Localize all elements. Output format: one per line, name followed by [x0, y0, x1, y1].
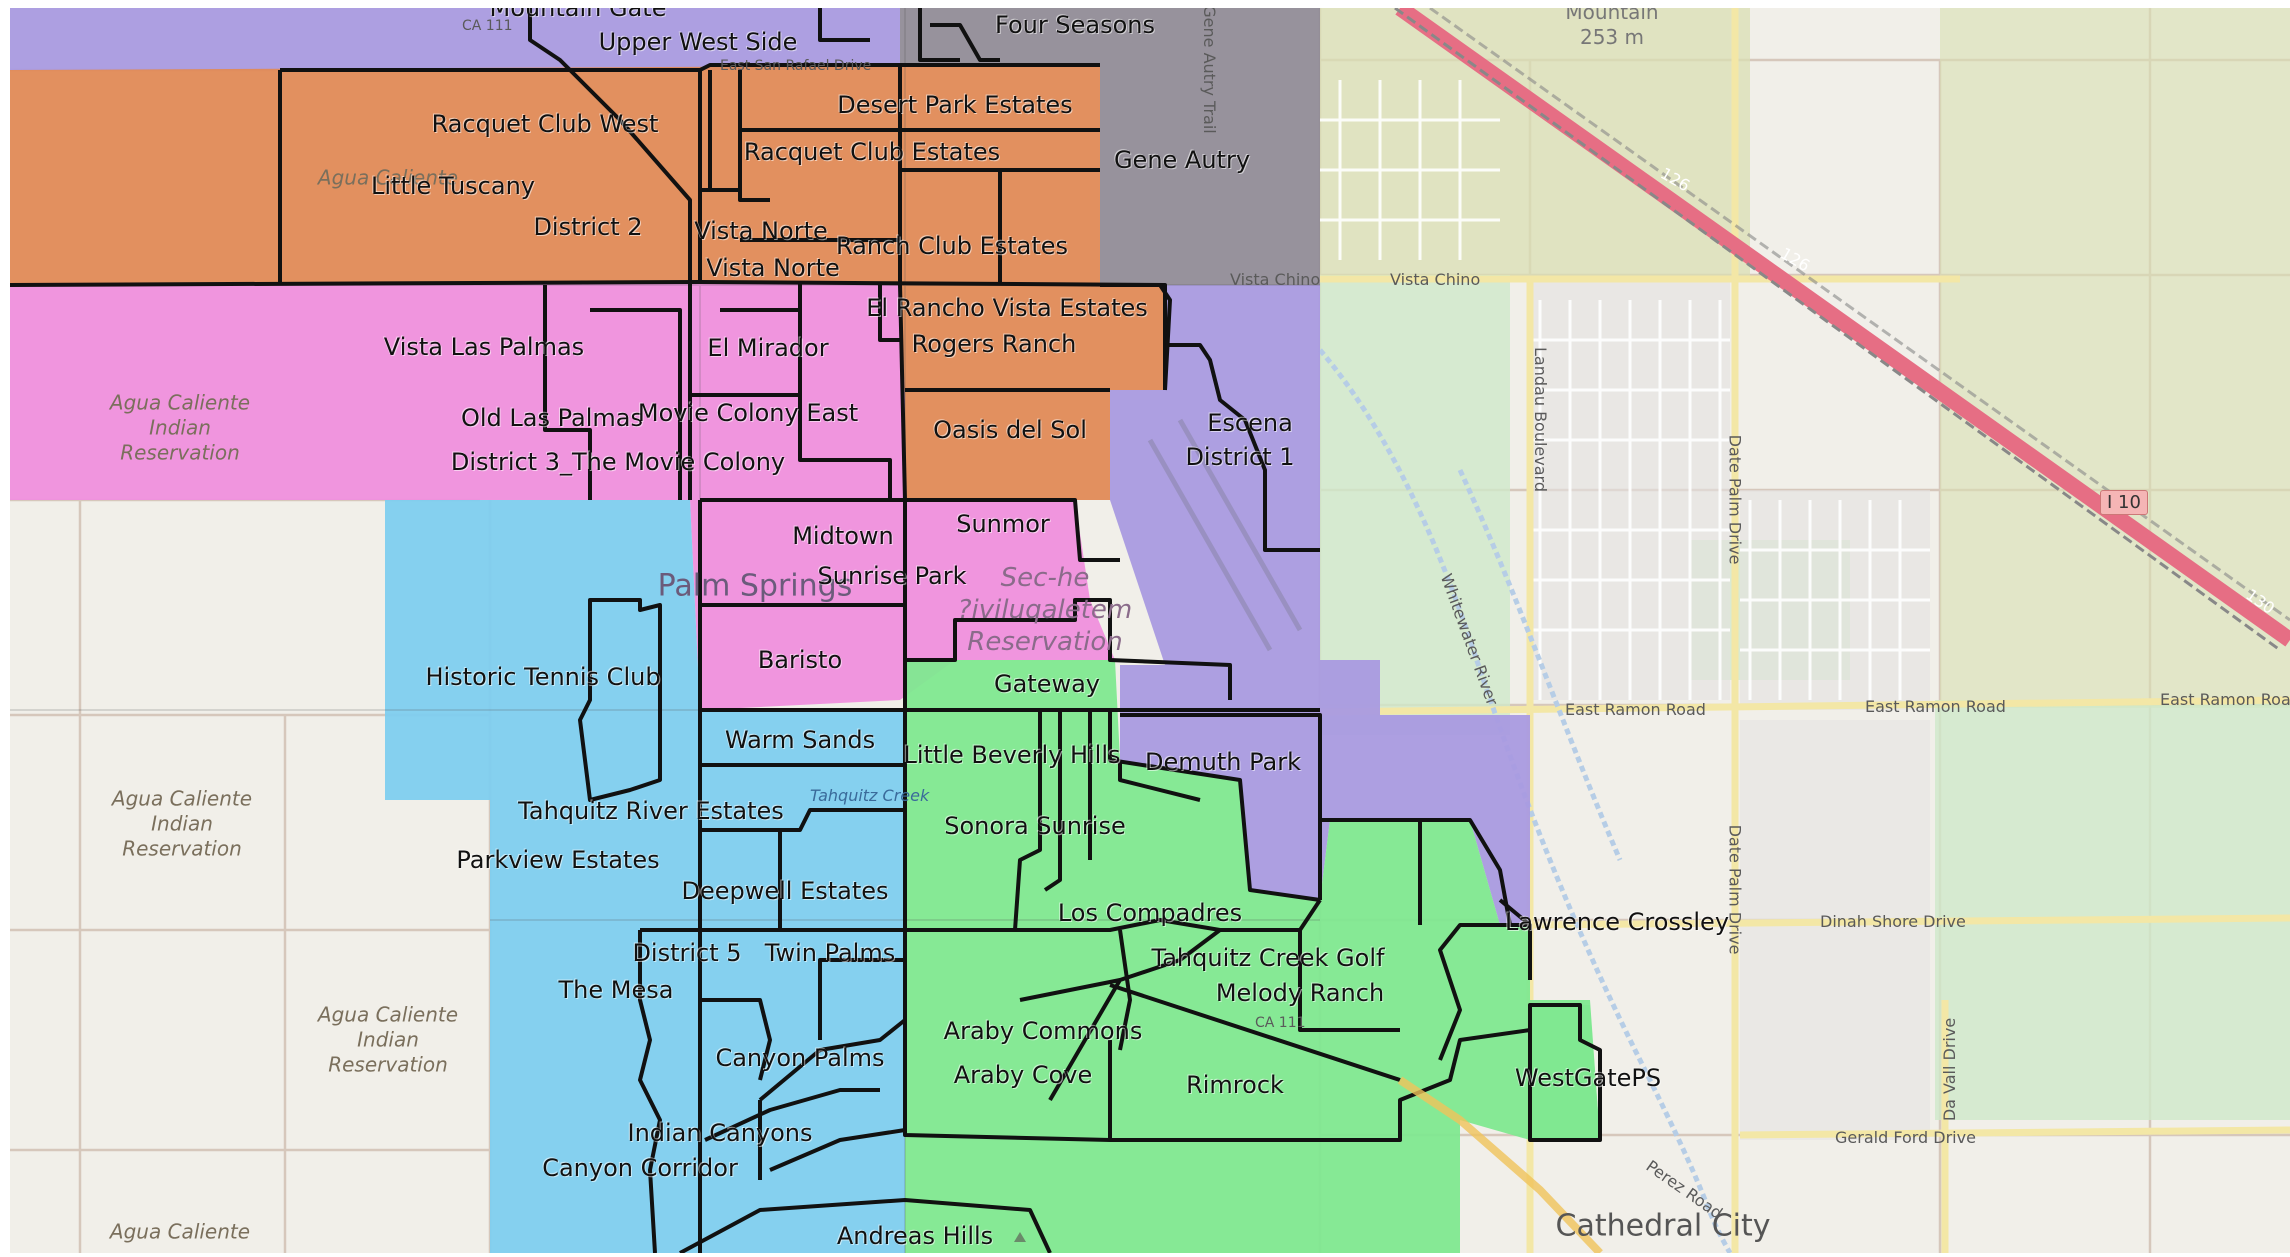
- label-gene-autry[interactable]: Gene Autry: [1113, 146, 1251, 174]
- road-label-landau: Landau Boulevard: [1530, 347, 1550, 492]
- label-district-1[interactable]: District 1: [1185, 443, 1295, 471]
- road-label-gene-autry-trail: Gene Autry Trail: [1199, 5, 1219, 134]
- label-melody-ranch[interactable]: Melody Ranch: [1215, 979, 1385, 1007]
- label-andreas-hills[interactable]: Andreas Hills: [836, 1222, 994, 1250]
- label-tahquitz-creek-golf[interactable]: Tahquitz Creek Golf: [1151, 944, 1385, 972]
- label-racquet-club-estates[interactable]: Racquet Club Estates: [743, 138, 1001, 166]
- label-racquet-club-west[interactable]: Racquet Club West: [431, 110, 659, 138]
- label-escena[interactable]: Escena: [1207, 409, 1293, 437]
- label-ranch-club-estates[interactable]: Ranch Club Estates: [835, 232, 1069, 260]
- label-historic-tennis-club[interactable]: Historic Tennis Club: [425, 663, 661, 691]
- label-upper-west-side[interactable]: Upper West Side: [598, 28, 798, 56]
- left-border: [0, 0, 10, 1253]
- road-label-date-palm: Date Palm Drive: [1725, 434, 1745, 565]
- road-label-east-ramon: East Ramon Road: [1565, 700, 1706, 719]
- label-araby-commons[interactable]: Araby Commons: [943, 1017, 1143, 1045]
- shield-ca111: CA 111: [1255, 1015, 1306, 1031]
- city-label-cathedral-city: Cathedral City: [1555, 1208, 1771, 1244]
- neighborhood-boundaries: [9, 8, 1602, 1255]
- label-westgateps[interactable]: WestGatePS: [1514, 1064, 1662, 1092]
- label-warm-sands[interactable]: Warm Sands: [724, 726, 876, 754]
- road-label-vista-chino: Vista Chino: [1390, 270, 1481, 289]
- label-el-rancho-vista-estates[interactable]: El Rancho Vista Estates: [866, 294, 1148, 322]
- shield-i10: I 10: [2100, 490, 2148, 515]
- label-canyon-palms[interactable]: Canyon Palms: [715, 1044, 885, 1072]
- label-district-5[interactable]: District 5: [632, 939, 742, 967]
- label-sonora-sunrise[interactable]: Sonora Sunrise: [944, 812, 1126, 840]
- reservation-label: Agua Caliente: [109, 1219, 251, 1244]
- district-fills: [10, 8, 1600, 1253]
- label-lawrence-crossley[interactable]: Lawrence Crossley: [1504, 908, 1730, 936]
- label-vista-norte[interactable]: Vista Norte: [706, 254, 840, 282]
- label-desert-park-estates[interactable]: Desert Park Estates: [837, 91, 1073, 119]
- label-indian-canyons[interactable]: Indian Canyons: [627, 1119, 813, 1147]
- label-parkview-estates[interactable]: Parkview Estates: [456, 846, 660, 874]
- city-label-palm-springs: Palm Springs: [657, 568, 853, 604]
- label-little-beverly-hills[interactable]: Little Beverly Hills: [903, 741, 1121, 769]
- ca-111-road: [1397, 1076, 1603, 1256]
- label-sunmor[interactable]: Sunmor: [956, 510, 1050, 538]
- label-canyon-corridor[interactable]: Canyon Corridor: [542, 1154, 738, 1182]
- label-oasis-del-sol[interactable]: Oasis del Sol: [933, 416, 1087, 444]
- reservation-label: Agua Caliente: [317, 165, 459, 190]
- label-demuth-park[interactable]: Demuth Park: [1145, 748, 1301, 776]
- label-tahquitz-river-estates[interactable]: Tahquitz River Estates: [518, 797, 784, 825]
- road-label-dinah-shore: Dinah Shore Drive: [1820, 912, 1966, 931]
- label-el-mirador[interactable]: El Mirador: [707, 334, 829, 362]
- label-movie-colony-east[interactable]: Movie Colony East: [637, 399, 859, 427]
- label-baristo[interactable]: Baristo: [757, 646, 843, 674]
- label-los-compadres[interactable]: Los Compadres: [1057, 899, 1243, 927]
- road-label-east-ramon: East Ramon Road: [2160, 690, 2290, 709]
- airport-runways: [1147, 418, 1303, 652]
- label-vista-norte[interactable]: Vista Norte: [694, 217, 828, 245]
- label-deepwell-estates[interactable]: Deepwell Estates: [681, 877, 889, 905]
- label-the-mesa[interactable]: The Mesa: [558, 976, 674, 1004]
- label-little-tuscany[interactable]: Little Tuscany: [371, 172, 535, 200]
- shield-ca111: CA 111: [462, 18, 513, 34]
- label-araby-cove[interactable]: Araby Cove: [953, 1061, 1093, 1089]
- label-district-3-movie-colony[interactable]: District 3_The Movie Colony: [450, 448, 786, 476]
- label-rogers-ranch[interactable]: Rogers Ranch: [911, 330, 1077, 358]
- road-label-tahquitz-creek: Tahquitz Creek: [810, 786, 930, 805]
- label-rimrock[interactable]: Rimrock: [1186, 1071, 1284, 1099]
- label-old-las-palmas[interactable]: Old Las Palmas: [461, 404, 643, 432]
- label-sunrise-park[interactable]: Sunrise Park: [817, 562, 967, 590]
- top-border: [0, 0, 2290, 8]
- label-vista-las-palmas[interactable]: Vista Las Palmas: [383, 333, 585, 361]
- road-label-gerald-ford: Gerald Ford Drive: [1835, 1128, 1976, 1147]
- peak-icon: [1014, 1232, 1026, 1242]
- road-label-da-vall: Da Vall Drive: [1940, 1017, 1960, 1122]
- label-four-seasons[interactable]: Four Seasons: [995, 11, 1155, 39]
- interstate-10: [1394, 1, 2290, 652]
- label-district-2[interactable]: District 2: [533, 213, 643, 241]
- label-gateway[interactable]: Gateway: [993, 670, 1101, 698]
- road-label-east-san-rafael: East San Rafael Drive: [720, 58, 872, 74]
- road-label-east-ramon: East Ramon Road: [1865, 697, 2006, 716]
- label-midtown[interactable]: Midtown: [792, 522, 894, 550]
- label-twin-palms[interactable]: Twin Palms: [764, 939, 896, 967]
- whitewater-river: [1318, 348, 1733, 1255]
- road-label-vista-chino: Vista Chino: [1230, 270, 1321, 289]
- street-grid: [1320, 80, 1930, 700]
